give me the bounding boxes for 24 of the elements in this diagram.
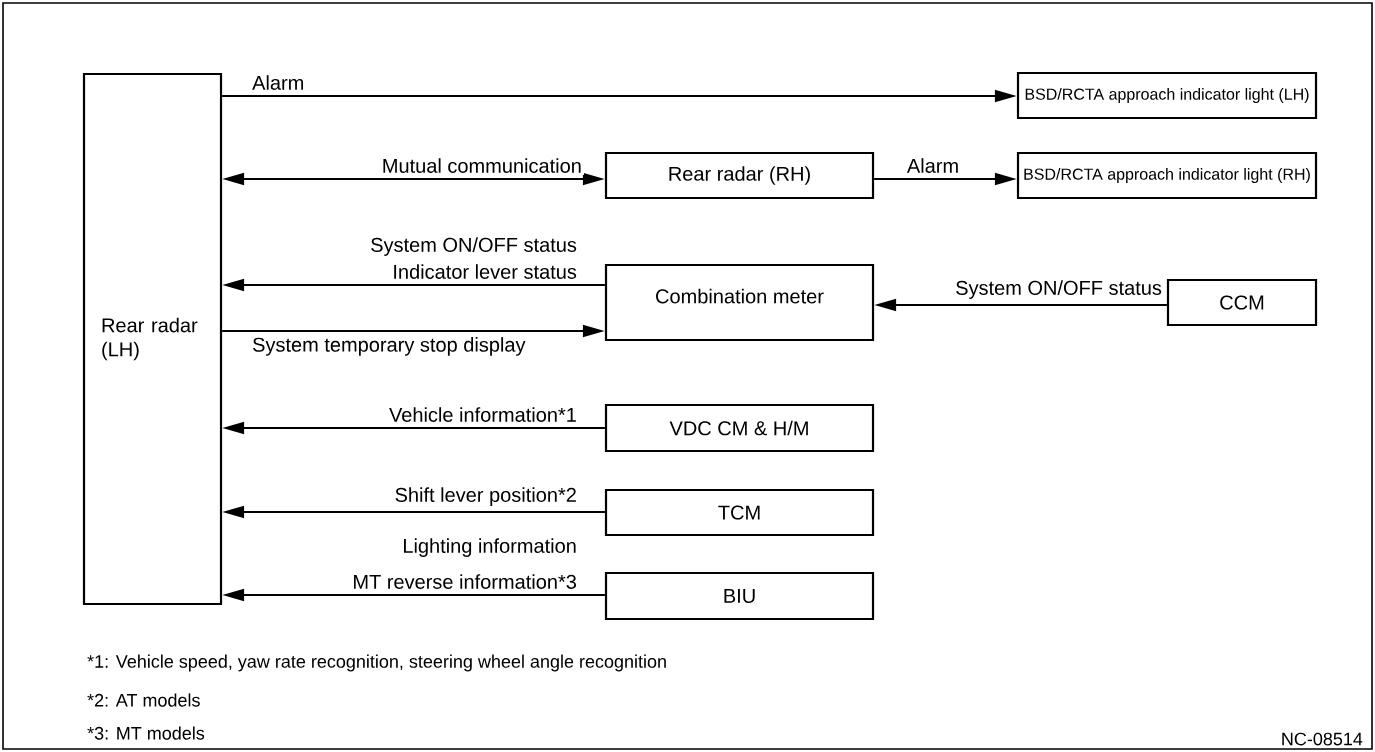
edge-label: Alarm: [904, 156, 962, 175]
control-unit-box: VDC CM & H/M: [604, 403, 875, 453]
edge-label: Shift lever position*2: [392, 485, 579, 508]
control-unit-box: Rear radar (RH): [604, 151, 875, 200]
indicator-light-box: BSD/RCTA approach indicator light (RH): [1016, 151, 1318, 200]
figure-code: NC-08514: [1282, 732, 1363, 746]
edge-label: Indicator lever status: [390, 262, 579, 281]
edge-label: Mutual communication: [379, 156, 584, 175]
radar-unit-box: Rear radar (LH): [82, 72, 223, 606]
control-unit-box: TCM: [604, 488, 875, 537]
footnote: *3: MT models: [87, 726, 205, 740]
signal-label: System ON/OFF status: [371, 237, 577, 256]
edge-label: MT reverse information*3: [350, 572, 579, 591]
control-unit-box: BIU: [604, 571, 875, 621]
edge-label: System ON/OFF status: [953, 278, 1164, 301]
signal-label: Lighting information: [404, 538, 576, 557]
footnote: *2: AT models: [87, 693, 200, 707]
control-unit-box: Combination meter: [604, 263, 875, 342]
control-unit-box: CCM: [1166, 278, 1318, 327]
edge-label: Alarm: [250, 73, 307, 92]
edge-label: Vehicle information*1: [387, 405, 579, 424]
edge-label: System temporary stop display: [250, 335, 528, 358]
indicator-light-box: BSD/RCTA approach indicator light (LH): [1016, 71, 1318, 120]
footnote: *1: Vehicle speed, yaw rate recognition, steering wheel angle recognition: [87, 654, 666, 672]
